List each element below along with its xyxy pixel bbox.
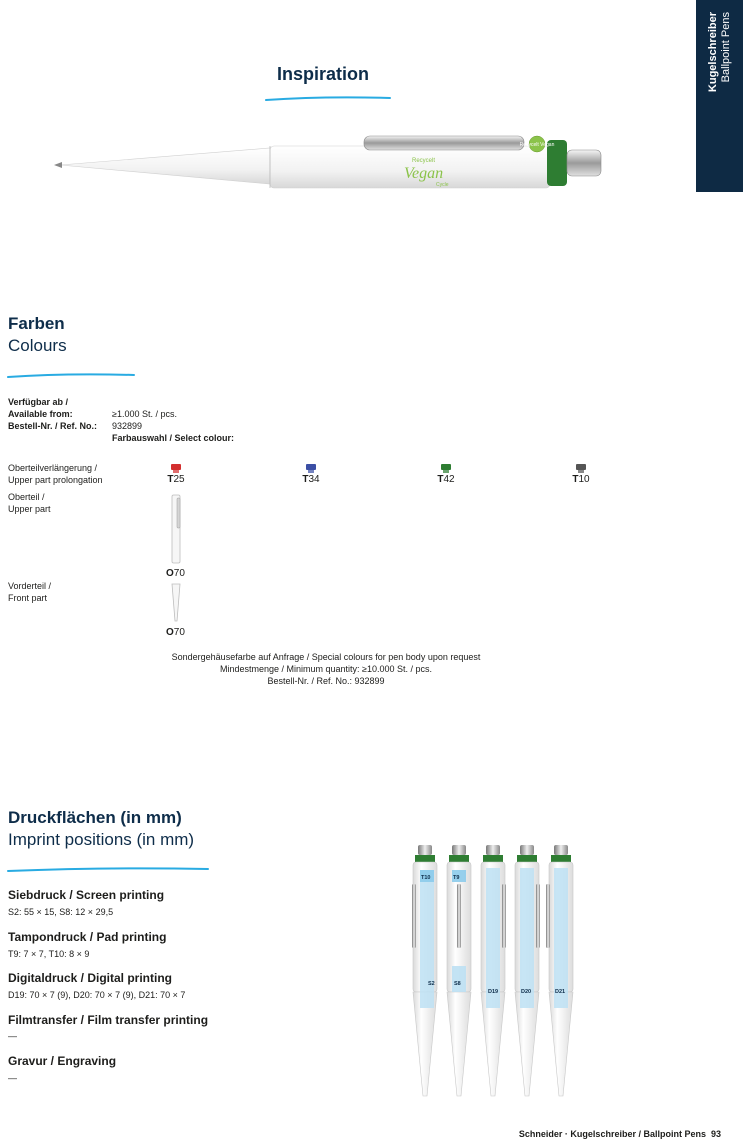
available-label-de: Verfügbar ab / bbox=[8, 397, 69, 407]
cap-option-t42[interactable]: T42 bbox=[432, 463, 460, 485]
page-footer: Schneider · Kugelschreiber / Ballpoint P… bbox=[519, 1129, 721, 1139]
cap-code: 34 bbox=[308, 474, 320, 485]
upper-part-swatch[interactable] bbox=[168, 494, 184, 566]
cap-prefix: T bbox=[167, 474, 174, 485]
side-tab: Kugelschreiber Ballpoint Pens bbox=[696, 0, 743, 192]
side-tab-title: Kugelschreiber bbox=[706, 12, 719, 93]
pen-label-t10: T10 bbox=[421, 875, 430, 881]
front-part-prefix: O bbox=[166, 627, 174, 638]
cap-swatch-icon bbox=[441, 464, 451, 473]
imprint-underline bbox=[7, 867, 209, 872]
method-screen-value: S2: 55 × 15, S8: 12 × 29,5 bbox=[8, 907, 114, 917]
pen-label-d20: D20 bbox=[521, 989, 531, 995]
side-tab-subtitle: Ballpoint Pens bbox=[719, 12, 732, 83]
method-screen-title: Siebdruck / Screen printing bbox=[8, 888, 165, 902]
select-colour-label: Farbauswahl / Select colour: bbox=[112, 433, 235, 443]
colours-title-en: Colours bbox=[8, 336, 67, 355]
inspiration-underline bbox=[265, 96, 391, 101]
ref-label: Bestell-Nr. / Ref. No.: bbox=[8, 421, 98, 431]
hero-pen-print-line3: Cycle bbox=[436, 182, 449, 188]
cap-swatch-icon bbox=[576, 464, 586, 473]
special-colours-line2: Mindestmenge / Minimum quantity: ≥10.000… bbox=[219, 664, 433, 674]
cap-prefix: T bbox=[572, 474, 579, 485]
pen-label-d21: D21 bbox=[555, 989, 565, 995]
cap-code: 25 bbox=[173, 474, 185, 485]
cap-prefix: T bbox=[437, 474, 444, 485]
upper-part-prefix: O bbox=[166, 568, 174, 579]
pen-label-t9: T9 bbox=[453, 875, 459, 881]
row-upper-en: Upper part bbox=[8, 504, 51, 514]
cap-swatch-icon bbox=[171, 464, 181, 473]
special-colours-line1: Sondergehäusefarbe auf Anfrage / Special… bbox=[171, 652, 481, 662]
cap-prefix: T bbox=[302, 474, 309, 485]
pen-label-s8: S8 bbox=[454, 981, 461, 987]
method-digital-title: Digitaldruck / Digital printing bbox=[8, 971, 173, 985]
cap-option-t34[interactable]: T34 bbox=[297, 463, 325, 485]
method-pad-title: Tampondruck / Pad printing bbox=[8, 930, 167, 944]
colours-title-de: Farben bbox=[8, 314, 65, 333]
pen-label-s2: S2 bbox=[428, 981, 435, 987]
method-film-title: Filmtransfer / Film transfer printing bbox=[8, 1013, 209, 1027]
hero-pen-image: Recycelt Vegan Recycelt Vegan Cycle bbox=[54, 135, 602, 189]
special-colours-line3: Bestell-Nr. / Ref. No.: 932899 bbox=[267, 676, 385, 686]
cap-option-t25[interactable]: T25 bbox=[162, 463, 190, 485]
page-number: 93 bbox=[710, 1129, 721, 1139]
method-engraving-title: Gravur / Engraving bbox=[8, 1054, 117, 1068]
imprint-title-en: Imprint positions (in mm) bbox=[8, 830, 195, 849]
pen-label-d19: D19 bbox=[488, 989, 498, 995]
cap-swatch-icon bbox=[306, 464, 316, 473]
method-digital-value: D19: 70 × 7 (9), D20: 70 × 7 (9), D21: 7… bbox=[8, 990, 186, 1000]
available-label-en: Available from: bbox=[8, 409, 73, 419]
method-pad-value: T9: 7 × 7, T10: 8 × 9 bbox=[8, 949, 90, 959]
imprint-pens-image: T10 S2 T9 S8 D19 D20 D21 bbox=[412, 845, 574, 1097]
hero-pen-badge: Recycelt Vegan bbox=[520, 142, 555, 148]
cap-option-t10[interactable]: T10 bbox=[567, 463, 595, 485]
hero-pen-print-line2: Vegan bbox=[404, 165, 443, 182]
cap-code: 42 bbox=[443, 474, 455, 485]
inspiration-title: Inspiration bbox=[277, 64, 370, 84]
front-part-swatch[interactable] bbox=[168, 583, 184, 625]
method-engraving-value: — bbox=[8, 1073, 17, 1083]
hero-pen-print-line1: Recycelt bbox=[412, 158, 435, 164]
row-upper-de: Oberteil / bbox=[8, 492, 45, 502]
front-part-number: 70 bbox=[173, 627, 185, 638]
row-front-en: Front part bbox=[8, 593, 48, 603]
ref-value: 932899 bbox=[112, 421, 143, 431]
row-prolongation-de: Oberteilverlängerung / bbox=[8, 463, 98, 473]
imprint-title-de: Druckflächen (in mm) bbox=[8, 808, 182, 827]
cap-code: 10 bbox=[578, 474, 590, 485]
upper-part-number: 70 bbox=[173, 568, 185, 579]
footer-text: Schneider · Kugelschreiber / Ballpoint P… bbox=[518, 1129, 706, 1139]
upper-part-code: O70 bbox=[166, 568, 185, 579]
available-value: ≥1.000 St. / pcs. bbox=[112, 409, 177, 419]
method-film-value: — bbox=[8, 1031, 17, 1041]
front-part-code: O70 bbox=[166, 627, 185, 638]
row-prolongation-en: Upper part prolongation bbox=[8, 475, 103, 485]
row-front-de: Vorderteil / bbox=[8, 581, 52, 591]
colours-underline bbox=[7, 373, 135, 378]
